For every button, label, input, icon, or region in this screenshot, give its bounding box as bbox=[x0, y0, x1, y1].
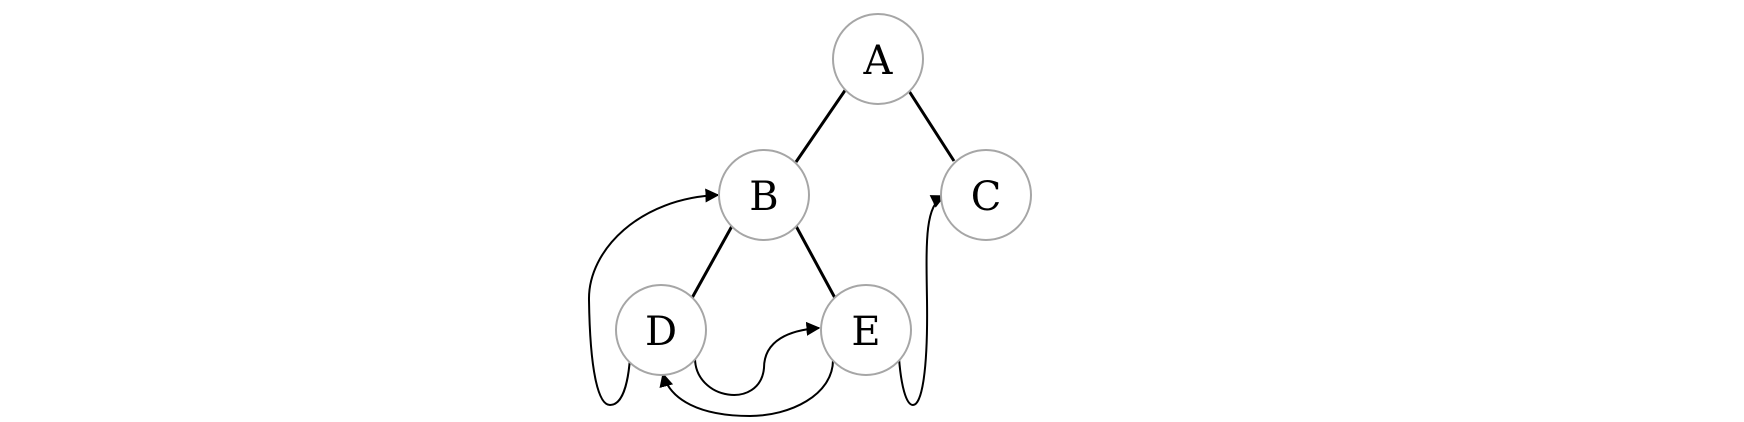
node-b-circle bbox=[718, 149, 810, 241]
node-b: B bbox=[718, 149, 810, 241]
edge-a-c bbox=[907, 90, 956, 162]
tree-edges bbox=[690, 88, 956, 299]
node-d-circle bbox=[615, 284, 707, 376]
thread-arrow-e-d bbox=[659, 359, 834, 418]
node-b-label: B bbox=[749, 174, 778, 220]
node-d-label: D bbox=[645, 309, 677, 355]
thread-arrow-d-e bbox=[694, 321, 821, 396]
node-c: C bbox=[940, 149, 1032, 241]
node-d: D bbox=[615, 284, 707, 376]
thread-arrow-e-c bbox=[898, 195, 946, 407]
edge-b-d bbox=[690, 225, 734, 299]
node-a-label: A bbox=[863, 38, 894, 84]
edge-a-b bbox=[794, 88, 848, 163]
node-a: A bbox=[832, 13, 924, 105]
node-e-label: E bbox=[851, 309, 880, 355]
node-e-circle bbox=[820, 284, 912, 376]
node-e: E bbox=[820, 284, 912, 376]
node-a-circle bbox=[832, 13, 924, 105]
node-c-label: C bbox=[971, 174, 1002, 220]
thread-arrows bbox=[587, 188, 946, 418]
edge-b-e bbox=[794, 225, 837, 299]
node-c-circle bbox=[940, 149, 1032, 241]
thread-arrow-d-b bbox=[587, 188, 720, 407]
